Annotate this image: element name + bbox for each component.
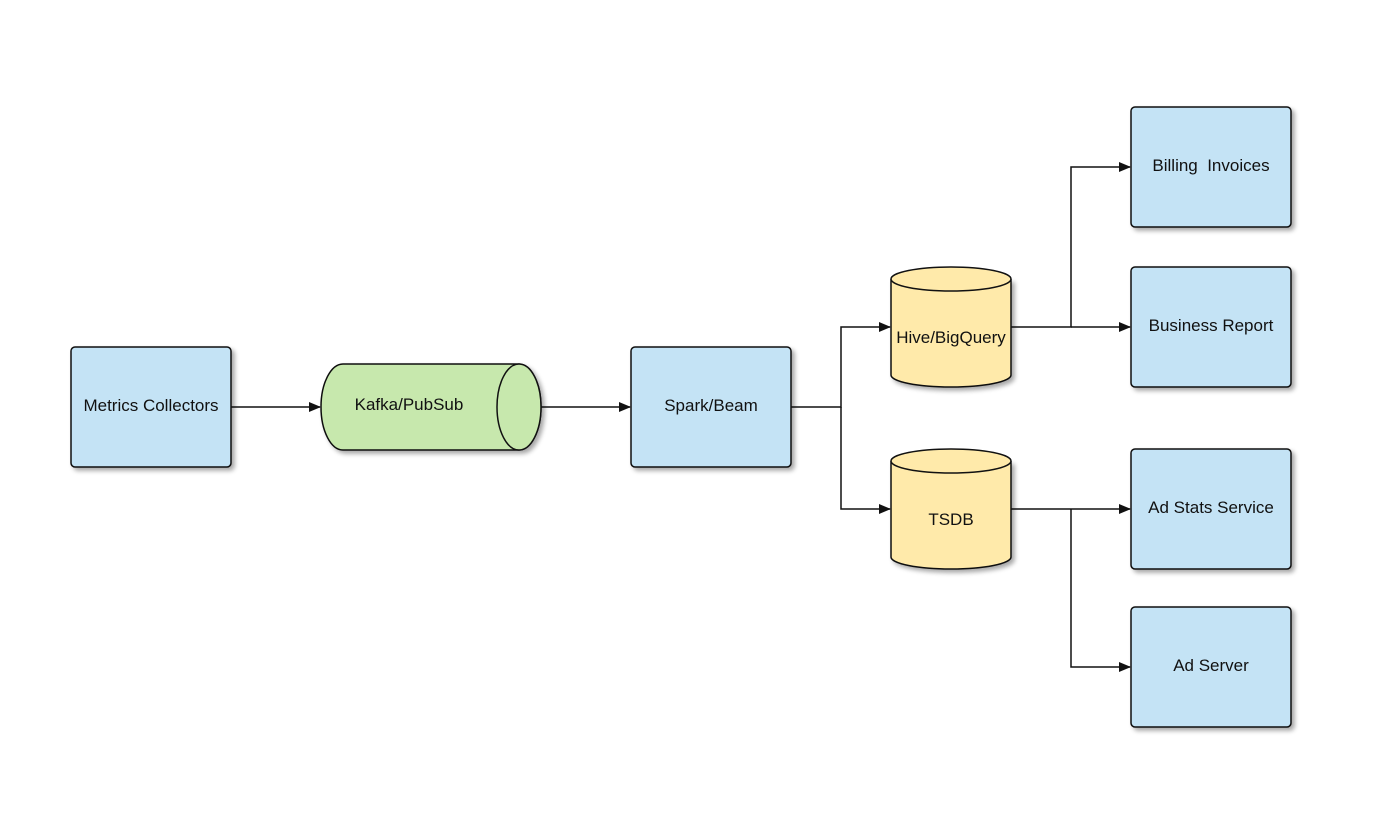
edge-hive-to-billing [1011,162,1131,328]
node-hive-bigquery: Hive/BigQuery [890,266,1012,388]
node-label: Metrics Collectors [83,396,218,415]
process-box [1130,106,1292,228]
node-label: Spark/Beam [664,396,758,415]
node-kafka-pubsub: Kafka/PubSub [320,363,542,451]
process-box [1130,266,1292,388]
node-label: TSDB [928,510,973,529]
process-box [630,346,792,468]
process-box [1130,606,1292,728]
node-business-report: Business Report [1130,266,1292,388]
node-label: Kafka/PubSub [355,395,464,414]
connectors [231,162,1131,672]
store-cylinder-top [890,448,1012,474]
node-spark-beam: Spark/Beam [630,346,792,468]
node-label: Ad Server [1173,656,1249,675]
node-ad-stats-service: Ad Stats Service [1130,448,1292,570]
node-label: Billing Invoices [1152,156,1269,175]
store-cylinder-body [890,461,1012,570]
edge-spark-to-tsdb [840,407,891,514]
process-box [1130,448,1292,570]
store-cylinder-body [890,279,1012,388]
node-ad-server: Ad Server [1130,606,1292,728]
node-label: Ad Stats Service [1148,498,1274,517]
store-cylinder-top [890,266,1012,292]
node-metrics-collectors: Metrics Collectors [70,346,232,468]
process-box [70,346,232,468]
node-billing-invoices: Billing Invoices [1130,106,1292,228]
node-label: Hive/BigQuery [896,328,1006,347]
queue-cylinder-end [496,363,542,451]
edge-spark-to-hive [791,322,891,408]
edge-tsdb-to-ad-server [1070,509,1131,672]
node-tsdb: TSDB [890,448,1012,570]
node-label: Business Report [1149,316,1274,335]
